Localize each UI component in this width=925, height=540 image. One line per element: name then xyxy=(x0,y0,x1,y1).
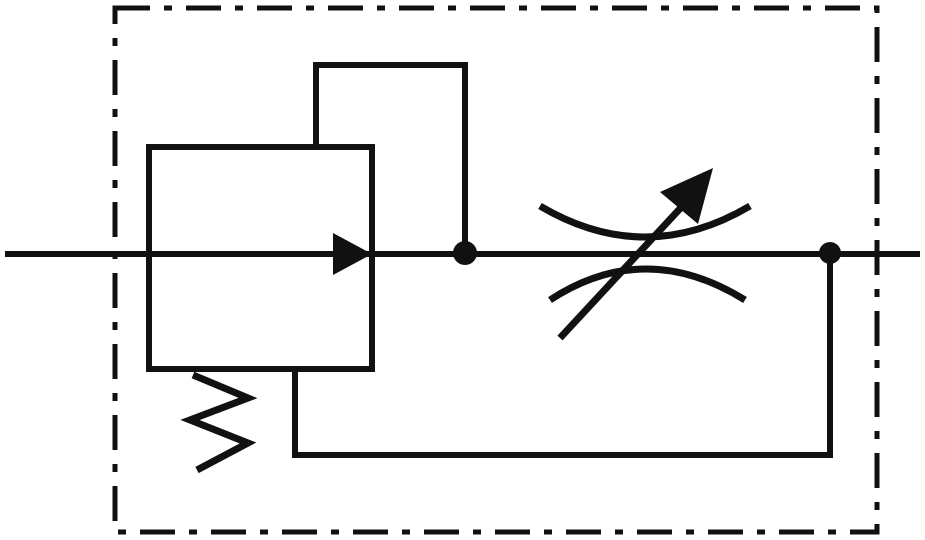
spring-icon xyxy=(180,371,258,474)
junction-dot-right xyxy=(819,242,841,264)
feedback-line xyxy=(292,254,833,458)
junction-dot-left xyxy=(453,241,477,265)
enclosure-boundary xyxy=(112,5,880,535)
throttle-lower-curve xyxy=(548,265,747,303)
compensator-valve-body xyxy=(146,144,375,372)
adjustment-arrow-shaft xyxy=(557,197,691,341)
throttle-upper-curve xyxy=(538,202,752,241)
pilot-line xyxy=(313,62,468,254)
valve-flow-arrow xyxy=(333,233,372,275)
adjustment-arrow-head-icon xyxy=(660,168,713,224)
